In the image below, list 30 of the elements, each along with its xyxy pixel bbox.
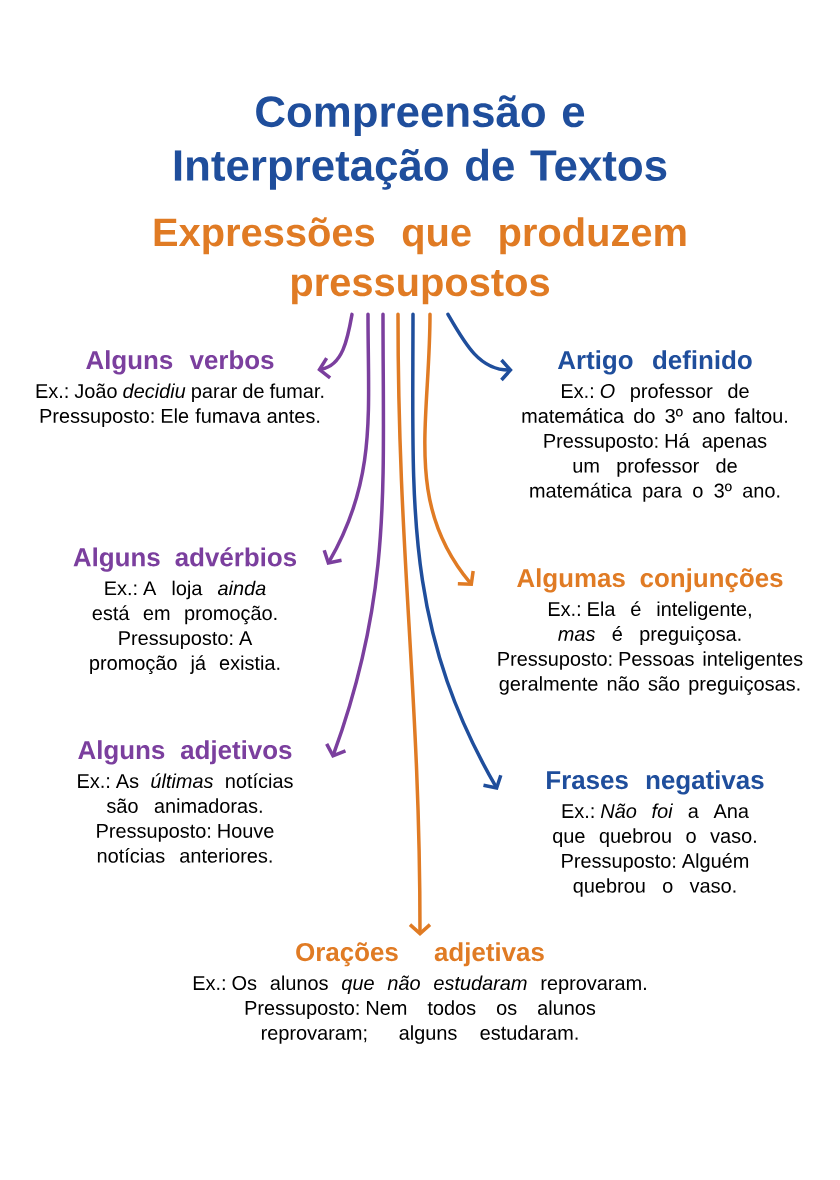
presupposition-text: Pressuposto: Pessoas inteligentes geralmente não são preguiçosas. bbox=[498, 651, 803, 695]
example-text: Ex.: João decidiu parar de fumar. bbox=[36, 383, 324, 402]
heading: Algumas conjunções bbox=[517, 568, 783, 593]
title: Compreensão e Interpretação de Textos bbox=[174, 95, 667, 190]
example-text: Ex.: O professor de matemática do 3º ano faltou. bbox=[522, 383, 787, 423]
presupposition-text: Pressuposto: Houve notícias anteriores. bbox=[97, 824, 274, 863]
arrow bbox=[317, 312, 354, 380]
heading: Orações adjetivas bbox=[296, 942, 544, 967]
heading: Alguns adjetivos bbox=[78, 740, 292, 765]
heading: Artigo definido bbox=[557, 350, 752, 375]
presupposition-text: Pressuposto: Ele fumava antes. bbox=[40, 408, 320, 427]
heading: Alguns advérbios bbox=[73, 547, 297, 572]
arrow bbox=[396, 312, 432, 936]
arrow bbox=[423, 312, 475, 586]
example-text: Ex.: Ela é inteligente, mas é preguiçosa. bbox=[548, 601, 751, 645]
arrow bbox=[411, 312, 503, 790]
presupposition-text: Pressuposto: A promoção já existia. bbox=[90, 631, 280, 675]
heading: Alguns verbos bbox=[86, 350, 274, 375]
example-text: Ex.: Não foi a Ana que quebrou o vaso. bbox=[553, 803, 756, 847]
arrow bbox=[322, 312, 371, 565]
presupposition-text: Pressuposto: Nem todos os alunos reprovaram; alguns estudaram. bbox=[245, 1000, 596, 1044]
example-text: Ex.: Os alunos que não estudaram reprovaram. bbox=[193, 975, 646, 994]
example-text: Ex.: As últimas notícias são animadoras. bbox=[78, 773, 293, 813]
arrow bbox=[446, 312, 513, 382]
example-text: Ex.: A loja ainda está em promoção. bbox=[92, 580, 277, 625]
subtitle: Expressões que produzem pressupostos bbox=[154, 217, 686, 305]
presupposition-text: Pressuposto: Há apenas um professor de matemática para o 3º ano. bbox=[530, 433, 780, 502]
arrow bbox=[325, 312, 386, 758]
heading: Frases negativas bbox=[547, 770, 764, 795]
presupposition-text: Pressuposto: Alguém quebrou o vaso. bbox=[562, 853, 749, 897]
